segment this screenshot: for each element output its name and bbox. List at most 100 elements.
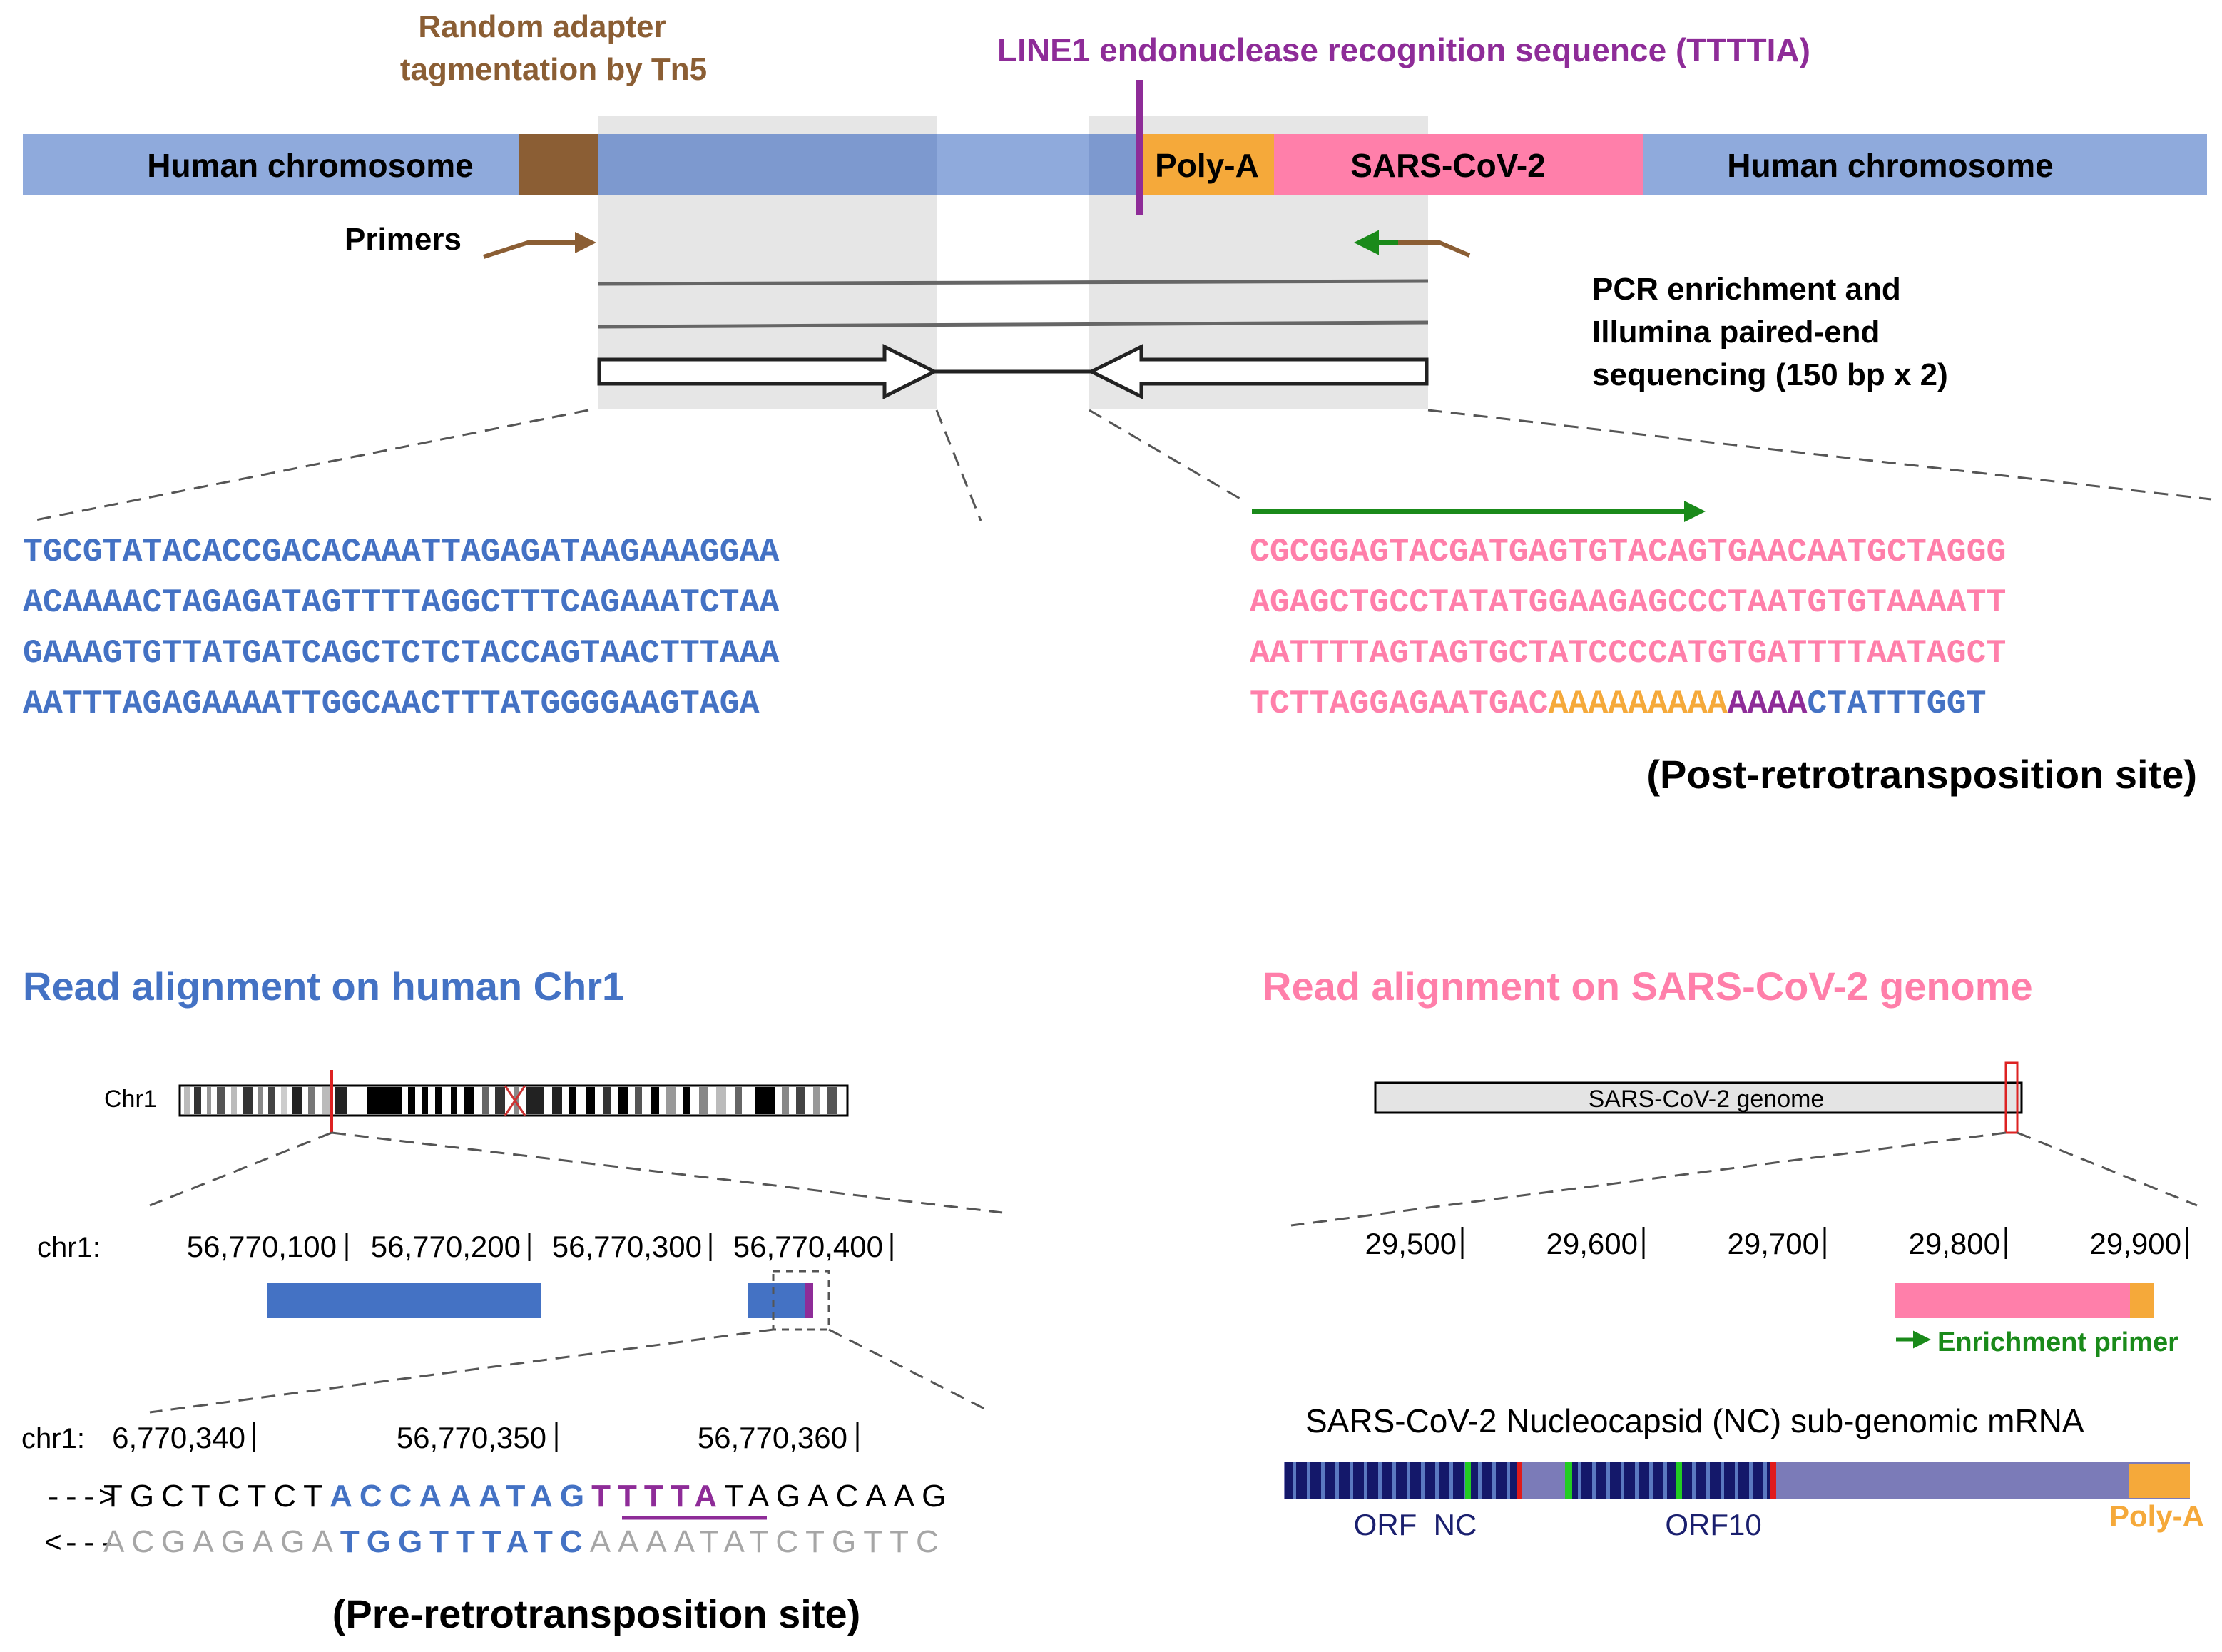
right-seq-last-orange: AAAAAAAAA	[1549, 685, 1728, 723]
ideogram-band	[827, 1087, 837, 1114]
ideogram-band	[635, 1087, 642, 1114]
ideogram-band	[422, 1087, 428, 1114]
ideogram-band	[464, 1087, 474, 1114]
sars-tick-5: 29,900	[2090, 1227, 2181, 1260]
ideogram-band	[451, 1087, 457, 1114]
top-panel: Human chromosome Poly-A SARS-CoV-2 Human…	[23, 9, 2212, 797]
chr1-fwd-seq-purple: TTTTA	[591, 1479, 724, 1514]
right-seq-line-3: AATTTTAGTAGTGCTATCCCCATGTGATTTTAATAGCT	[1250, 634, 2006, 672]
ideogram-band	[217, 1087, 225, 1114]
dna-strand-bottom	[597, 320, 1429, 329]
right-seq-line-2: AGAGCTGCCTATATGGAAGAGCCCTAATGTGTAAAATT	[1250, 583, 2006, 621]
sars-genome-label: SARS-CoV-2 genome	[1589, 1086, 1825, 1113]
pcr-label-line1: PCR enrichment and	[1592, 272, 1901, 307]
sars-genome-bar	[1374, 1081, 2023, 1114]
orf-nc-label: ORF NC	[1354, 1508, 1477, 1541]
chr1-zoom-tick-1: 6,770,340	[112, 1421, 245, 1454]
left-seq-line-4: AATTTAGAGAAAATTGGCAACTTTATGGGGAAGTAGA	[23, 685, 760, 723]
ideogram-band	[586, 1087, 595, 1114]
chr1-rev-seq-gray2: AAAATATCTGTTC	[590, 1524, 946, 1559]
sars-label: SARS-CoV-2	[1350, 147, 1545, 184]
ideogram-band	[699, 1087, 708, 1114]
ideogram-band	[666, 1087, 676, 1114]
polya-label: Poly-A	[1155, 147, 1259, 184]
chr1-fwd-seq-black1: TGCTCTCT	[103, 1479, 330, 1514]
ideogram-band	[194, 1087, 201, 1114]
mrna-polya-label: Poly-A	[2109, 1499, 2204, 1533]
line1-label: LINE1 endonuclease recognition sequence …	[997, 31, 1810, 68]
ideogram-band	[322, 1087, 330, 1114]
left-seq-line-3: GAAAGTGTTATGATCAGCTCTCTACCAGTAACTTTAAA	[23, 634, 779, 672]
ideogram-band	[268, 1087, 275, 1114]
ideogram-band	[495, 1087, 505, 1114]
chrom-right-label: Human chromosome	[1727, 147, 2054, 184]
zoom-line-left-b	[935, 409, 982, 521]
orf10-block	[1565, 1462, 1772, 1499]
chr1-ideogram-label: Chr1	[104, 1086, 157, 1113]
chr1-tick-3: 56,770,300	[552, 1230, 702, 1263]
chr1-rev-seq-gray1: ACGAGAGA	[103, 1524, 340, 1559]
ideogram-band	[258, 1087, 263, 1114]
sars-read-polya	[2130, 1283, 2154, 1318]
ideogram-band	[618, 1087, 628, 1114]
chr1-zoom2-line-a	[149, 1328, 774, 1414]
chr1-ideogram	[178, 1070, 849, 1133]
sars-tick-2: 29,600	[1546, 1227, 1638, 1260]
orf10-red-end	[1770, 1462, 1776, 1499]
read2-arrow	[1087, 343, 1429, 400]
orf-nc-green-marker	[1465, 1462, 1471, 1499]
chr1-fwd-seq-black2: TAGACAAG	[724, 1479, 953, 1514]
sars-zoom-line-b	[2017, 1131, 2198, 1207]
pcr-label-line2: Illumina paired-end	[1592, 315, 1880, 350]
zoom-line-right-b	[1427, 409, 2212, 501]
chr1-rev-seq-blue: TGGTTTATC	[340, 1524, 590, 1559]
chr1-zoom-tick-3: 56,770,360	[698, 1421, 847, 1454]
human-chromosome-bar-left	[23, 134, 519, 195]
ideogram-band	[231, 1087, 237, 1114]
ideogram-band	[552, 1087, 562, 1114]
tn5-adapter-block	[519, 134, 598, 195]
nc-mrna-diagram	[1284, 1462, 2190, 1499]
sars-tick-1: 29,500	[1365, 1227, 1457, 1260]
ideogram-band	[796, 1087, 805, 1114]
chr1-tick-2: 56,770,200	[371, 1230, 521, 1263]
mrna-polya-tail	[2129, 1464, 2190, 1498]
sars-cov2-block	[1274, 134, 1643, 195]
ideogram-band	[514, 1087, 521, 1114]
ideogram-band	[526, 1087, 544, 1114]
tn5-label-line2: tagmentation by Tn5	[400, 52, 707, 87]
chr1-rev-seq: ACGAGAGATGGTTTATCAAAATATCTGTTC	[103, 1524, 946, 1559]
zoom-line-left-a	[31, 409, 589, 522]
primers-label: Primers	[345, 222, 462, 257]
orf10-green-start	[1565, 1462, 1572, 1499]
chr1-fwd-arrow: --->	[44, 1482, 116, 1516]
ideogram-band	[435, 1087, 442, 1114]
centromere-icon	[504, 1085, 526, 1116]
chr1-fwd-seq-blue: ACCAAATAG	[330, 1479, 591, 1514]
sars-read-alignment	[1895, 1283, 2130, 1318]
pcr-label-line3: sequencing (150 bp x 2)	[1592, 357, 1948, 392]
chr1-zoom-line-b	[331, 1131, 1003, 1214]
ideogram-band	[243, 1087, 253, 1114]
ideogram-band	[335, 1087, 347, 1114]
read-overlap-right	[1089, 134, 1140, 195]
ideogram-band	[408, 1087, 415, 1114]
ideogram-band	[281, 1087, 287, 1114]
ideogram-band	[603, 1087, 611, 1114]
ideogram-band	[482, 1087, 489, 1114]
chr1-zoom-tick-2: 56,770,350	[397, 1421, 546, 1454]
chr1-zoom-box	[772, 1270, 830, 1331]
orf10-green-marker	[1676, 1462, 1682, 1499]
post-site-label: (Post-retrotransposition site)	[1646, 752, 2197, 797]
ideogram-band	[755, 1087, 775, 1114]
ideogram-band	[651, 1087, 659, 1114]
chr1-tick-1: 56,770,100	[187, 1230, 337, 1263]
ideogram-band	[716, 1087, 726, 1114]
orf-nc-red-end	[1517, 1462, 1522, 1499]
chr1-rev-arrow: <---	[44, 1527, 116, 1561]
chr1-zoom2-line-b	[828, 1328, 992, 1414]
chr1-fwd-seq: TGCTCTCTACCAAATAGTTTTATAGACAAG	[103, 1479, 953, 1514]
right-seq-line-4: TCTTAGGAGAATGACAAAAAAAAAAAAACTATTTGGT	[1250, 685, 1987, 723]
chr1-read2-line1-site	[805, 1283, 813, 1318]
